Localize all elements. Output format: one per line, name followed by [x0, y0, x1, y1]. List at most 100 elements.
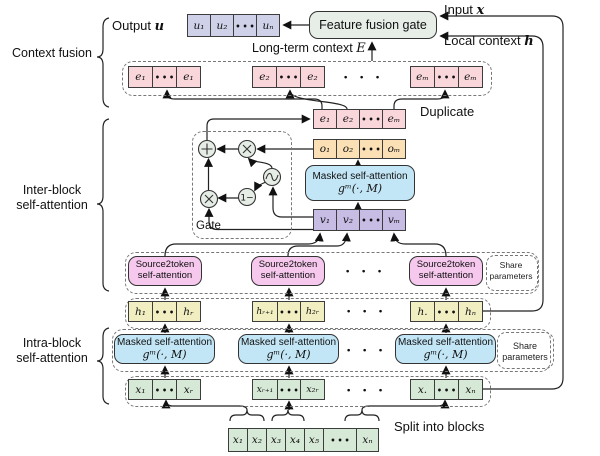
cell: u₁ — [187, 14, 211, 37]
ellipsis-cell: ••• — [152, 379, 177, 400]
ellipsis: • • • — [344, 72, 385, 83]
arrow-e1-duplicate — [162, 89, 323, 109]
cell: oₘ — [382, 139, 406, 159]
cell: xₙ — [356, 428, 379, 452]
cell: x₅ — [304, 428, 324, 452]
duplicate-label: Duplicate — [420, 104, 475, 119]
output-var: u — [154, 19, 165, 34]
sigmoid-icon — [262, 167, 282, 187]
share-parameters-label: Share parameters — [502, 341, 548, 362]
ellipsis-cell: ••• — [276, 66, 301, 88]
h-row-container — [125, 298, 491, 329]
ellipsis-cell: ••• — [359, 209, 383, 231]
ellipsis-cell: ••• — [434, 379, 459, 400]
share-parameters-label: Share parameters — [489, 260, 533, 281]
h-group-2: hᵣ₊₁ ••• h₂ᵣ — [252, 301, 325, 322]
source2token-box-2: Source2token self-attention — [251, 256, 325, 286]
cell: h₁ — [128, 301, 153, 322]
cell: e₂ — [336, 109, 360, 129]
arrow-v-to-sigmoid — [268, 186, 313, 218]
one-minus-node: 1− — [237, 187, 257, 207]
ellipsis-cell: ••• — [277, 379, 301, 400]
arrow-e2-duplicate — [285, 89, 348, 110]
gate-label: Gate — [196, 220, 221, 232]
duplicate-group-1: e₁ ••• e₁ — [128, 66, 201, 88]
ellipsis-cell: ••• — [152, 301, 177, 322]
input-label: Input x — [444, 2, 485, 18]
brace — [96, 327, 110, 405]
cell: e₁ — [128, 66, 153, 88]
cell: e₂ — [252, 66, 277, 88]
brace — [96, 17, 110, 108]
ellipsis: • • • — [347, 306, 388, 317]
duplicate-row-container — [122, 61, 492, 96]
split-braces — [229, 409, 380, 422]
cell: e₂ — [300, 66, 325, 88]
ellipsis-cell: ••• — [233, 14, 257, 37]
cell: x₂ — [247, 428, 267, 452]
cell: h. — [410, 301, 435, 322]
cell: hᵣ — [176, 301, 201, 322]
cell: o₁ — [313, 139, 337, 159]
line-local-context — [439, 31, 544, 312]
line-input-x — [439, 11, 564, 390]
x-group-1: x₁ ••• xᵣ — [128, 379, 201, 400]
arrow-s2t3-to-vm — [390, 232, 447, 257]
share-parameters-box — [497, 332, 554, 369]
cell: u₂ — [210, 14, 234, 37]
feature-fusion-gate: Feature fusion gate — [309, 11, 437, 39]
masked-self-attention-box: Masked self-attention gᵐ(·, M) — [114, 334, 215, 364]
times-icon — [237, 139, 257, 159]
ellipsis-cell: ••• — [359, 109, 383, 129]
cell: e₁ — [176, 66, 201, 88]
gate-container — [192, 131, 292, 239]
ellipsis-cell: ••• — [277, 301, 301, 322]
split-into-blocks-label: Split into blocks — [394, 419, 485, 434]
duplicate-group-2: e₂ ••• e₂ — [252, 66, 325, 88]
arrow-em-duplicate — [393, 89, 450, 109]
ellipsis: • • • — [347, 345, 388, 356]
input-row: x₁ x₂ x₃ x₄ x₅ ••• xₙ — [228, 428, 379, 452]
gate-nodes: 1− — [197, 139, 282, 209]
ellipsis-cell: ••• — [434, 301, 459, 322]
arrow-sigmoid-to-times — [247, 157, 273, 169]
cell: xₙ — [458, 379, 483, 400]
ellipsis: • • • — [346, 266, 387, 277]
x-row-container — [125, 376, 491, 407]
cell: eₘ — [458, 66, 483, 88]
cell: uₙ — [256, 14, 280, 37]
x-group-2: xᵣ₊₁ ••• x₂ᵣ — [252, 379, 325, 400]
cell: x₃ — [266, 428, 286, 452]
context-fusion-label: Context fusion — [12, 46, 92, 60]
output-label: Output u — [112, 18, 165, 34]
local-context-label: Local context h — [444, 33, 534, 49]
brace — [96, 118, 110, 292]
masked-self-attention-box: Masked self-attention gᵐ(·, M) — [395, 334, 496, 364]
h-group-3: h. ••• hₙ — [410, 301, 483, 322]
masked-self-attention-box: Masked self-attention gᵐ(·, M) — [305, 165, 415, 201]
svg-text:1−: 1− — [240, 194, 253, 204]
cell: xᵣ — [176, 379, 201, 400]
cell: v₂ — [336, 209, 360, 231]
masked-fn: gᵐ(·, M) — [337, 182, 383, 196]
share-parameters-box — [486, 255, 538, 291]
cell: x. — [410, 379, 435, 400]
source2token-box-3: Source2token self-attention — [409, 256, 483, 286]
cell: x₄ — [285, 428, 305, 452]
v-row: v₁ v₂ ••• vₘ — [313, 209, 406, 231]
output-row: u₁ u₂ ••• uₙ — [187, 14, 280, 37]
masked-fn: gᵐ(·, M) — [266, 348, 311, 362]
longterm-context-var: E — [356, 41, 366, 56]
cell: x₁ — [128, 379, 153, 400]
ellipsis: • • • — [347, 385, 388, 396]
cell: e₁ — [313, 109, 337, 129]
cell: x₁ — [228, 428, 248, 452]
input-var: x — [476, 3, 485, 18]
cell: xᵣ₊₁ — [252, 379, 278, 400]
source2token-box-1: Source2token self-attention — [128, 256, 202, 286]
arrow-sigmoid-to-oneminus — [254, 181, 267, 192]
arrow-s2t1-to-v1 — [164, 232, 324, 257]
cell: eₘ — [382, 109, 406, 129]
